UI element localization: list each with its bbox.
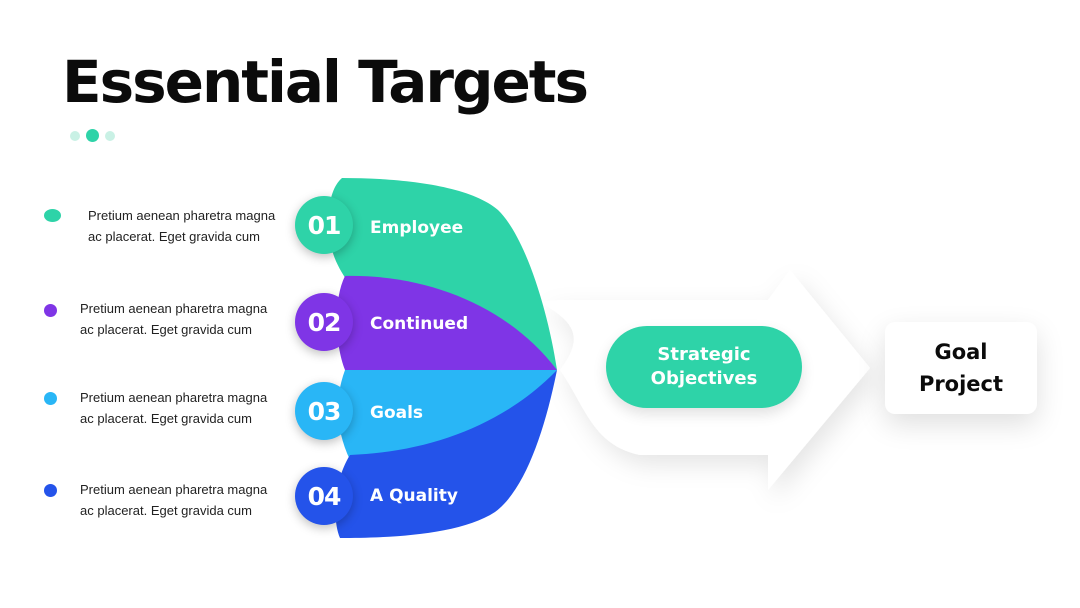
step-label-quality: A Quality <box>370 486 458 506</box>
bullet-dot-3 <box>44 392 57 405</box>
goal-project-card: Goal Project <box>885 322 1037 414</box>
step-number-02: 02 <box>295 293 353 351</box>
goal-line-1: Goal <box>934 340 988 364</box>
page-title: Essential Targets <box>62 48 589 116</box>
pill-line-2: Objectives <box>650 368 758 389</box>
title-dot-left <box>70 131 80 141</box>
step-number-03: 03 <box>295 382 353 440</box>
bullet-text-3: Pretium aenean pharetra magna ac placera… <box>80 390 268 426</box>
step-number-04: 04 <box>295 467 353 525</box>
title-dot-center <box>86 129 99 142</box>
step-label-goals: Goals <box>370 403 424 423</box>
goal-line-2: Project <box>918 372 1004 396</box>
pill-line-1: Strategic <box>657 344 751 365</box>
bullet-text-2: Pretium aenean pharetra magna ac placera… <box>80 301 268 337</box>
segment-goals <box>337 370 557 460</box>
segment-quality <box>335 370 557 538</box>
bullet-text-4: Pretium aenean pharetra magna ac placera… <box>80 482 268 518</box>
bullet-dot-4 <box>44 484 57 497</box>
bullet-dot-2 <box>44 304 57 317</box>
step-number-01: 01 <box>295 196 353 254</box>
title-dot-right <box>105 131 115 141</box>
step-label-continued: Continued <box>370 314 469 334</box>
bullet-text-1: Pretium aenean pharetra magna ac placera… <box>88 208 276 244</box>
segment-continued <box>336 275 557 370</box>
strategic-objectives-pill: Strategic Objectives <box>606 326 802 408</box>
step-label-employee: Employee <box>370 218 464 238</box>
bullet-dot-1 <box>44 209 61 222</box>
